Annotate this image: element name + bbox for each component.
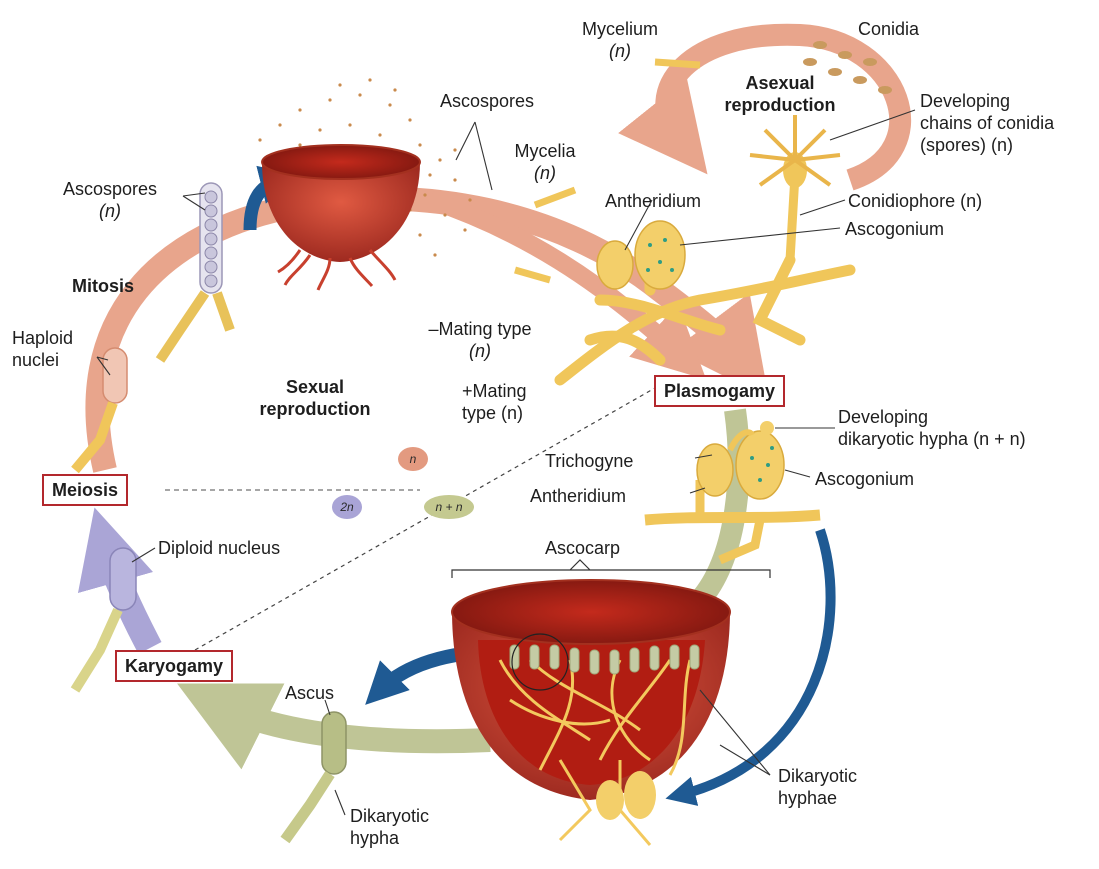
label-mycelia-sub: (n) [500, 162, 590, 184]
label-minus-mating-2: (n) [400, 340, 560, 362]
dikaryotic-cycle-arrow [700, 410, 739, 600]
label-sexual-reproduction: Sexual reproduction [240, 376, 390, 420]
label-antheridium-mid: Antheridium [530, 485, 626, 507]
label-developing-1: Developing [920, 90, 1054, 112]
label-developing-conidia: Developing chains of conidia (spores) (n… [920, 90, 1054, 156]
key-dikaryotic-chip: n + n [424, 495, 474, 519]
antheridium-top-shape [597, 241, 633, 289]
label-ascogonium-top: Ascogonium [845, 218, 944, 240]
label-ascospores-left: Ascospores (n) [50, 178, 170, 222]
label-plus-mating-1: +Mating [462, 380, 527, 402]
ascogonium-top-shape [635, 221, 685, 289]
label-sexual-2: reproduction [240, 398, 390, 420]
label-dikaryotic-hyphae-1: Dikaryotic [778, 765, 857, 787]
label-haploid-1: Haploid [12, 327, 73, 349]
label-trichogyne: Trichogyne [545, 450, 633, 472]
label-minus-mating: –Mating type (n) [400, 318, 560, 362]
label-plus-mating-2: type (n) [462, 402, 527, 424]
label-developing-3: (spores) (n) [920, 134, 1054, 156]
label-mycelium-sub: (n) [560, 40, 680, 62]
label-ascogonium-mid: Ascogonium [815, 468, 914, 490]
label-ascospores-left-sub: (n) [50, 200, 170, 222]
label-plus-mating: +Mating type (n) [462, 380, 527, 424]
label-ascus: Ascus [285, 682, 334, 704]
large-ascocarp [452, 580, 730, 845]
label-developing-2: chains of conidia [920, 112, 1054, 134]
label-diploid-nucleus: Diploid nucleus [158, 537, 280, 559]
label-dikaryotic-hypha-2: hypha [350, 827, 429, 849]
label-developing-dik-2: dikaryotic hypha (n + n) [838, 428, 1026, 450]
label-conidiophore: Conidiophore (n) [848, 190, 982, 212]
stage-karyogamy: Karyogamy [115, 650, 233, 682]
label-mycelium-text: Mycelium [560, 18, 680, 40]
label-mitosis: Mitosis [72, 275, 134, 297]
label-minus-mating-1: –Mating type [400, 318, 560, 340]
label-ascospores-top: Ascospores [440, 90, 534, 112]
label-developing-dik-1: Developing [838, 406, 1026, 428]
label-developing-dikaryotic: Developing dikaryotic hypha (n + n) [838, 406, 1026, 450]
label-asexual-1: Asexual [705, 72, 855, 94]
label-haploid-2: nuclei [12, 349, 73, 371]
stage-meiosis: Meiosis [42, 474, 128, 506]
label-dikaryotic-hyphae-2: hyphae [778, 787, 857, 809]
dikaryotic-bottom-arrow [220, 705, 490, 741]
label-mycelia-text: Mycelia [500, 140, 590, 162]
label-dikaryotic-hypha: Dikaryotic hypha [350, 805, 429, 849]
label-asexual-reproduction: Asexual reproduction [705, 72, 855, 116]
label-mycelium: Mycelium (n) [560, 18, 680, 62]
stage-plasmogamy: Plasmogamy [654, 375, 785, 407]
label-antheridium-top: Antheridium [605, 190, 701, 212]
label-haploid-nuclei: Haploid nuclei [12, 327, 73, 371]
label-conidia: Conidia [858, 18, 919, 40]
label-asexual-2: reproduction [705, 94, 855, 116]
key-haploid-chip: n [398, 447, 428, 471]
label-ascospores-left-text: Ascospores [50, 178, 170, 200]
label-ascocarp: Ascocarp [545, 537, 620, 559]
label-dikaryotic-hyphae: Dikaryotic hyphae [778, 765, 857, 809]
label-dikaryotic-hypha-1: Dikaryotic [350, 805, 429, 827]
label-sexual-1: Sexual [240, 376, 390, 398]
small-ascocarp [262, 145, 420, 290]
key-diploid-chip: 2n [332, 495, 362, 519]
label-mycelia: Mycelia (n) [500, 140, 590, 184]
